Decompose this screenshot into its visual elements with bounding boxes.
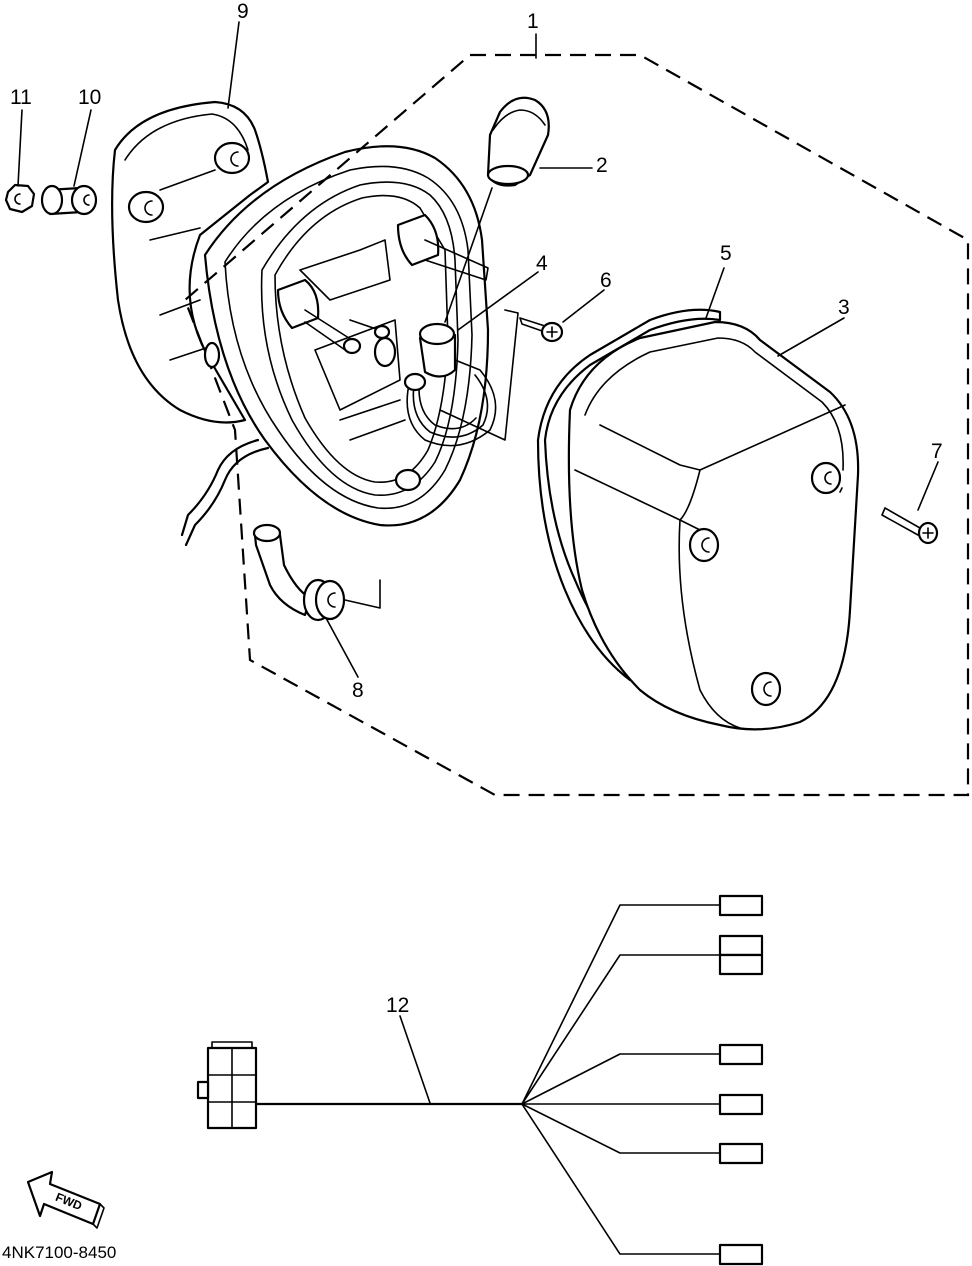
harness-terminal [718,894,764,917]
lens-screw [839,487,939,545]
nut [4,183,36,214]
callout-11: 11 [10,86,32,109]
harness-terminal [718,934,764,957]
collar [40,184,98,216]
lamp-housing [203,145,519,527]
callout-5: 5 [720,242,732,265]
callout-2: 2 [596,154,608,177]
harness-terminal [718,1093,764,1116]
callout-8: 8 [352,679,364,702]
callout-4: 4 [536,252,548,275]
wire-harness [196,894,764,1266]
drawing-code: 4NK7100-8450 [2,1243,116,1262]
callout-10: 10 [78,86,101,109]
bulb [486,96,550,187]
callout-1: 1 [527,10,539,33]
callout-6: 6 [600,269,612,292]
forward-arrow: FWD [26,1170,105,1229]
callout-7: 7 [931,440,943,463]
grommet [252,523,381,622]
callout-12: 12 [386,994,409,1017]
callout-9: 9 [237,0,249,23]
base-bracket [111,100,270,424]
harness-terminal [718,1043,764,1066]
harness-terminal [718,1142,764,1165]
callout-3: 3 [838,296,850,319]
harness-terminal [718,953,764,976]
leader-lines [17,21,939,1104]
harness-terminal [718,1243,764,1266]
lamp-cable [184,446,270,547]
lamp-lens [567,320,860,731]
screw-short [519,317,564,343]
